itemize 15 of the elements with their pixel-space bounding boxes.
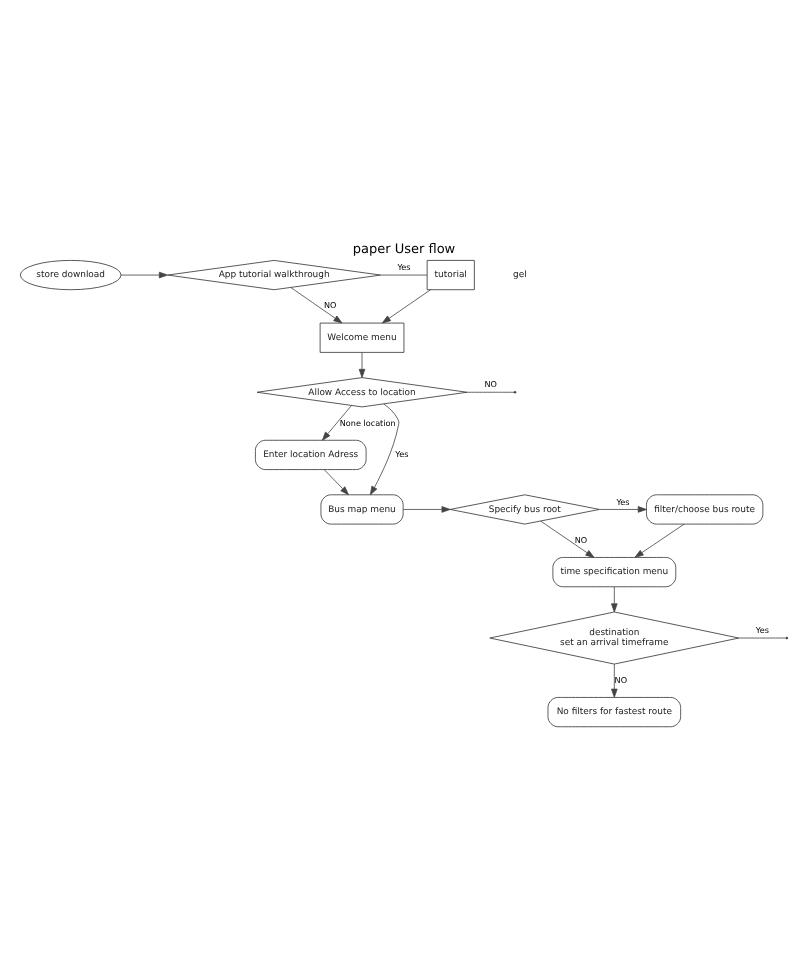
arrow xyxy=(611,585,618,612)
arrow xyxy=(290,286,343,323)
arrow xyxy=(402,505,451,512)
arrow xyxy=(599,505,647,512)
arrow xyxy=(381,288,431,323)
arrow xyxy=(120,270,168,278)
arrow xyxy=(370,402,400,495)
arrow xyxy=(323,468,349,495)
arrow xyxy=(358,351,366,377)
connector xyxy=(466,390,515,392)
connector xyxy=(380,273,428,275)
arrow xyxy=(611,662,618,697)
arrow xyxy=(634,522,685,557)
arrow xyxy=(322,404,352,440)
arrow xyxy=(540,519,595,557)
